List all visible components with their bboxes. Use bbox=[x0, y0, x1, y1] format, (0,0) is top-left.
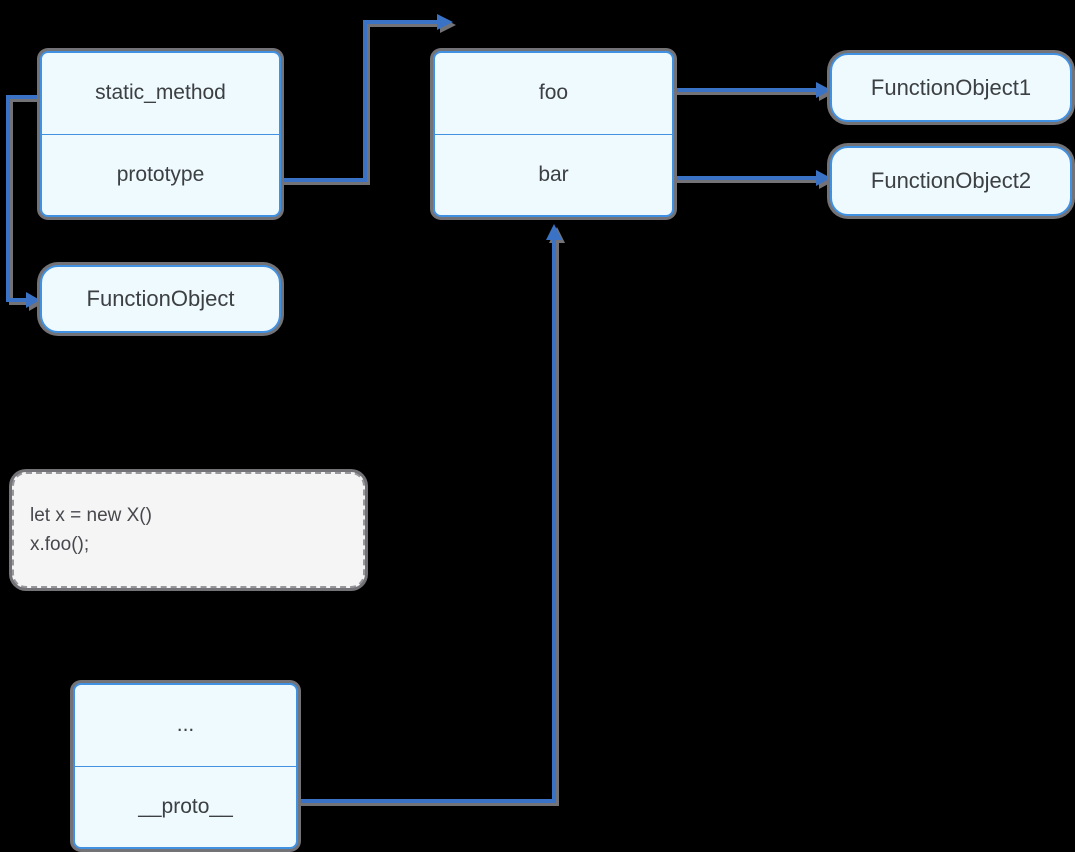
arrowhead-functionobject bbox=[26, 292, 40, 308]
function-object1-node: FunctionObject1 bbox=[830, 53, 1072, 122]
connector-prototype-up bbox=[281, 20, 437, 182]
ellipsis-cell: ... bbox=[176, 713, 195, 737]
code-line-2: x.foo(); bbox=[30, 534, 90, 555]
arrowhead-bar bbox=[816, 170, 831, 186]
connector-class-to-functionobject-shadow bbox=[9, 98, 43, 305]
connector-proto-up bbox=[298, 240, 556, 803]
arrowhead-foo bbox=[816, 82, 831, 98]
code-line-1: let x = new X() bbox=[30, 505, 152, 526]
static-method-cell: static_method bbox=[95, 81, 226, 105]
instance-record-box: ... __proto__ bbox=[73, 683, 298, 849]
proto-cell: __proto__ bbox=[75, 765, 296, 848]
connector-class-to-functionobject bbox=[6, 95, 40, 302]
code-snippet-box: let x = new X() x.foo(); bbox=[12, 472, 365, 588]
function-object1-label: FunctionObject1 bbox=[870, 74, 1032, 100]
connector-prototype-up-shadow bbox=[284, 23, 440, 185]
connector-proto-up-shadow bbox=[301, 243, 559, 806]
prototype-cell: prototype bbox=[42, 133, 279, 216]
function-object-label: FunctionObject bbox=[86, 286, 235, 311]
function-object2-label: FunctionObject2 bbox=[870, 168, 1032, 193]
arrowhead-proto bbox=[546, 224, 562, 240]
function-object2-node: FunctionObject2 bbox=[830, 146, 1072, 216]
foo-cell: foo bbox=[538, 81, 569, 105]
methods-record-box: foo bar bbox=[433, 51, 674, 217]
function-object-node: FunctionObject bbox=[40, 265, 281, 333]
arrowhead-prototype bbox=[437, 14, 453, 30]
class-record-box: static_method prototype bbox=[40, 51, 281, 217]
bar-cell: bar bbox=[435, 133, 672, 216]
